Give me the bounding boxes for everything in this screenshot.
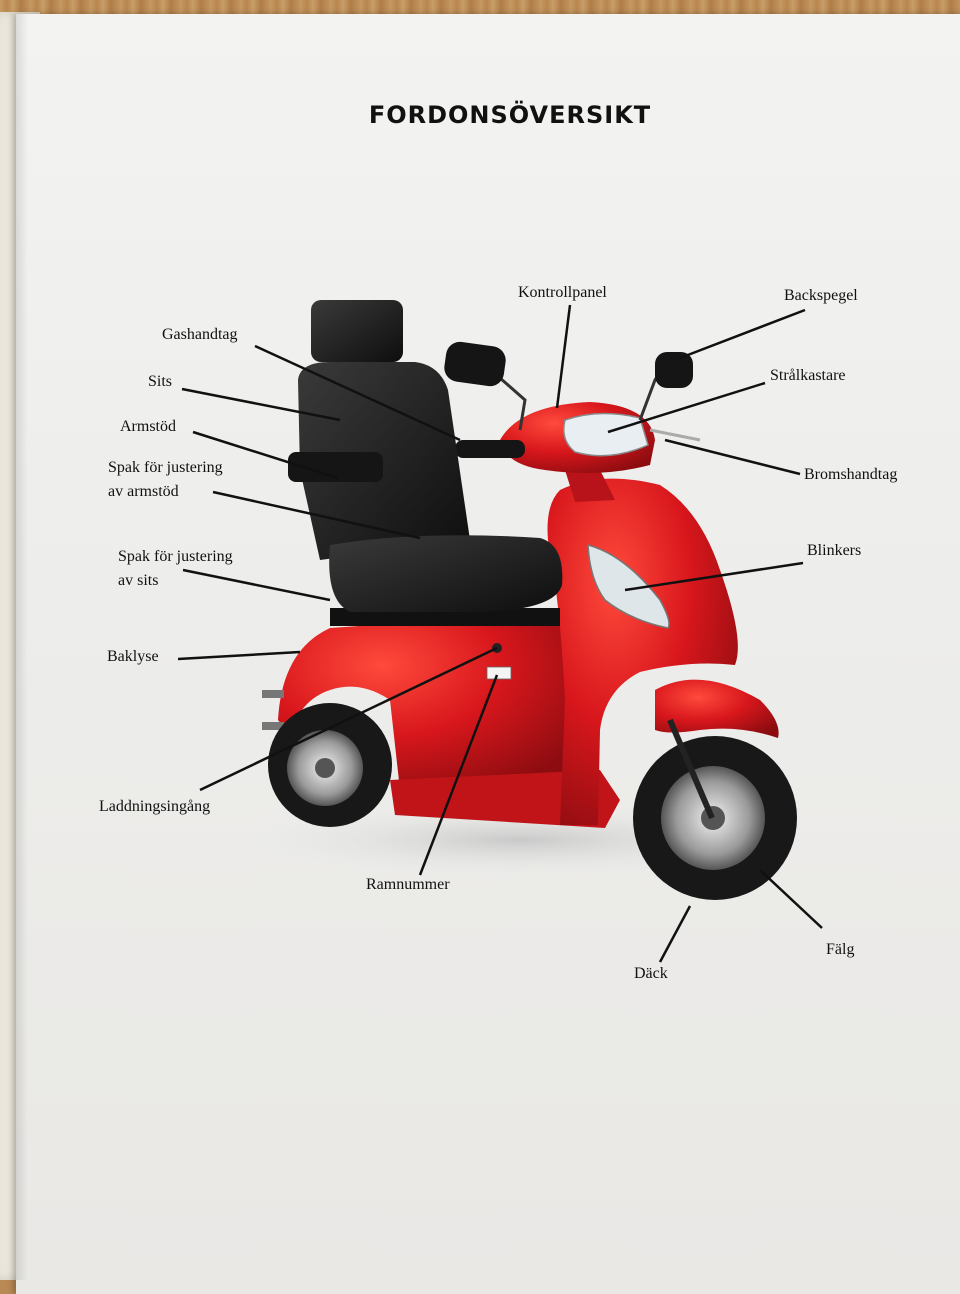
leader-laddningsingang [199, 646, 498, 792]
leader-spak-sits [182, 568, 331, 602]
label-blinkers: Blinkers [807, 542, 862, 559]
label-bromshandtag: Bromshandtag [804, 466, 898, 483]
label-baklyse: Baklyse [107, 648, 159, 665]
label-dack: Däck [634, 965, 668, 982]
leader-kontrollpanel [555, 304, 572, 409]
mirror-right [655, 352, 693, 388]
seat-back [298, 362, 470, 560]
leader-lines [177, 304, 823, 963]
rear-body [278, 612, 575, 790]
label-ramnummer: Ramnummer [366, 876, 450, 893]
label-backspegel: Backspegel [784, 287, 858, 304]
page-title: FORDONSÖVERSIKT [368, 101, 652, 129]
front-blinker [587, 544, 670, 629]
label-spak-sits-line2: av sits [118, 572, 159, 589]
label-falg: Fälg [826, 941, 855, 958]
handlebar-left [455, 440, 525, 458]
leader-spak-armstod [212, 490, 421, 540]
leader-baklyse [177, 650, 301, 661]
leader-bromshandtag [664, 438, 801, 476]
leader-gashandtag [254, 344, 461, 442]
scooter-illustration [262, 300, 797, 900]
leader-dack [658, 905, 692, 963]
label-spak-sits-line1: Spak för justering [118, 548, 233, 565]
headlight [563, 412, 649, 457]
headrest [311, 300, 403, 362]
frame-number-plate [486, 666, 512, 680]
mirror-left [444, 341, 506, 387]
label-spak-armstod-line1: Spak för justering [108, 459, 223, 476]
seat-cushion [329, 535, 563, 612]
front-fender [655, 679, 779, 738]
leader-sits [181, 387, 341, 422]
leader-armstod [192, 430, 339, 480]
label-laddningsingang: Laddningsingång [99, 798, 211, 815]
label-kontrollpanel: Kontrollpanel [518, 284, 607, 301]
armrest [288, 452, 383, 482]
label-stralkastare: Strålkastare [770, 367, 846, 384]
label-spak-armstod-line2: av armstöd [108, 483, 179, 500]
leader-falg [759, 869, 823, 929]
label-sits: Sits [148, 373, 173, 390]
leader-ramnummer [418, 674, 499, 876]
leader-stralkastare [607, 381, 766, 434]
label-gashandtag: Gashandtag [162, 326, 238, 343]
leader-blinkers [624, 561, 804, 592]
leader-backspegel [679, 308, 806, 360]
label-armstod: Armstöd [120, 418, 176, 435]
